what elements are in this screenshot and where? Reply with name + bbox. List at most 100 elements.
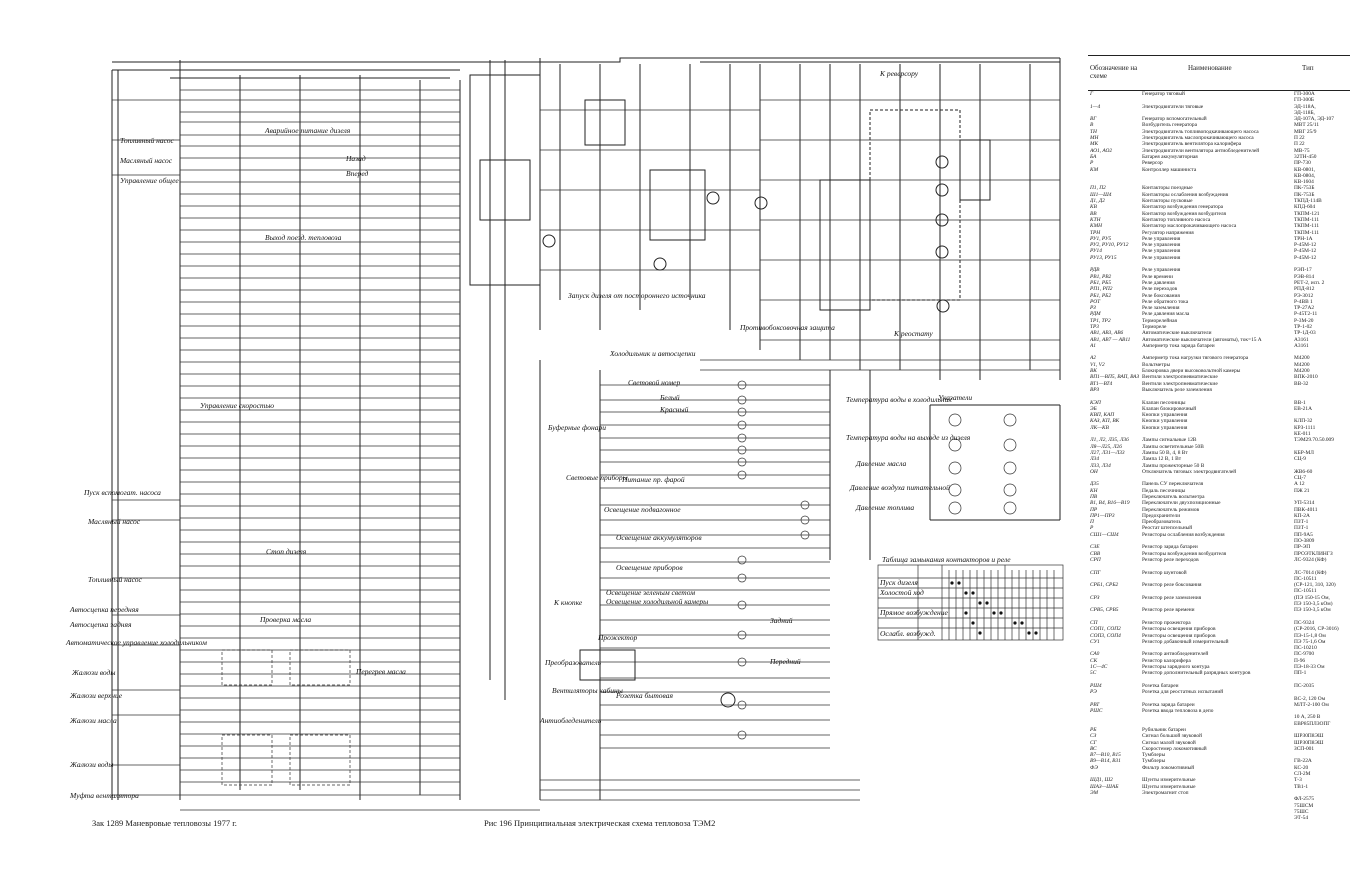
table-cell-designation: КЭП [1090,399,1101,406]
table-cell-type: ПЭ 150-3,5 кОм) [1294,601,1333,608]
table-cell-name: Регулятор напряжения [1142,229,1194,236]
table-cell-type: 75ШС [1294,808,1309,815]
table-cell-designation: Р [1090,525,1094,532]
table-cell-designation: БА [1090,153,1097,160]
table-cell-designation: СП [1090,619,1098,626]
table-cell-designation: РУ1, РУ5 [1090,235,1112,242]
table-cell-name: Рубильник батареи [1142,726,1186,733]
table-header-type: Тип [1302,64,1314,72]
table-cell-type: ПЭ 150-3,5 кОм [1294,607,1331,614]
table-cell-name: Реле управления [1142,242,1181,249]
table-cell-name: Электродвигатель маслопрока­чивающего на… [1142,135,1254,142]
table-cell-type: ГП-300Б [1294,97,1314,104]
label-diesel-start: Пуск дизеля [879,578,918,587]
label-idle: Холостой ход [879,588,924,597]
table-cell-type: СЛ-2М [1294,771,1311,778]
table-cell-name: Педаль песочницы [1142,487,1186,494]
table-cell-designation: КВ [1090,204,1097,211]
table-row: ПЭ 150-3,5 кОм) [1088,601,1350,607]
label-contactor-table: Таблица замыкания контакторов и реле [882,555,1011,564]
table-row: ПО-3809 [1088,538,1350,544]
label-headlight: Прожектор [597,633,638,642]
table-cell-designation: ПР [1090,506,1098,513]
table-cell-type: КВ-1604 [1294,179,1314,186]
label-light-devices: Световые приборы [566,473,628,482]
table-cell-name: Реле заземления [1142,305,1180,312]
label-battery-light: Освещение аккумуляторов [616,533,702,542]
table-cell-name: Резистор антиобледенителей [1142,651,1209,658]
table-cell-designation: Л34 [1090,456,1100,463]
table-cell-type: РЭП-17 [1294,267,1312,274]
table-cell-designation: РШС [1090,708,1103,715]
table-cell-name: Вентили электропневматические [1142,380,1218,387]
table-cell-designation: МН [1090,135,1099,142]
table-cell-designation: П1, П2 [1090,185,1106,192]
table-cell-type: ШРЗ0П8ЭШ [1294,739,1324,746]
table-cell-type: ТКПМ-111 [1294,223,1320,230]
table-cell-type: МВ-75 [1294,147,1310,154]
table-cell-type: ПЖ 21 [1294,487,1310,494]
table-cell-type: 32ТН-450 [1294,153,1317,160]
table-cell-name: Контакторы ослабления воз­буждения [1142,191,1229,198]
table-cell-designation: РП1, РП2 [1090,286,1113,293]
table-row: ПС-10511 [1088,588,1350,594]
table-row: КВ-1604 [1088,179,1350,185]
table-cell-designation: РЭ [1090,689,1097,696]
label-headlamp-power: Питание пр. фарой [621,475,685,484]
table-cell-name: Автоматические выключатели [1142,330,1212,337]
table-cell-designation: 1С—4С [1090,664,1108,671]
table-cell-designation: А2 [1090,355,1096,362]
table-cell-name: Реле давления [1142,279,1175,286]
table-cell-name: Резистор прожектора [1142,619,1191,626]
table-cell-designation: РБ1, РБ2 [1090,292,1112,299]
table-cell-name: Отключатель тяговых электро­двигателей [1142,468,1237,475]
table-cell-name: Предохранители [1142,512,1181,519]
table-cell-type: КВ-0801, [1294,166,1316,173]
table-cell-name: Резисторы освещения приборов [1142,632,1216,639]
table-cell-designation: СЗЕ [1090,544,1100,551]
table-cell-name: Вольтметры [1142,361,1171,368]
label-water-shutters-1: Жалюзи воды [71,668,115,677]
table-cell-name: Кнопки управления [1142,412,1188,419]
table-cell-type: ТР-1Д-03 [1294,330,1316,337]
table-cell-designation: Л8—Л25, Л26 [1090,443,1122,450]
label-instrument-light: Освещение приборов [616,563,683,572]
table-cell-designation: Л1, Л2, Л35, Л36 [1090,437,1129,444]
table-cell-designation: СРП [1090,556,1101,563]
table-row: СЛ-2М [1088,771,1350,777]
table-cell-designation: Д1, Д2 [1090,198,1105,205]
table-cell-type: ЗСП-001 [1294,745,1315,752]
table-cell-type: ТР-27А2 [1294,305,1315,312]
label-light-number: Световой номер [628,378,680,387]
label-to-button: К кнопке [553,598,583,607]
table-cell-name: Амперметр тока заряда батареи [1142,342,1215,349]
table-cell-type: А 12 [1294,481,1305,488]
table-cell-type: ПС-2035 [1294,682,1315,689]
table-cell-type: ЖВ6-60 [1294,468,1313,475]
table-cell-name: Сигнал малой звуковой [1142,739,1196,746]
table-cell-name: Клапан песочницы [1142,399,1186,406]
table-cell-type: ВВ-1 [1294,399,1306,406]
table-cell-type: КВ-0804, [1294,172,1316,179]
table-cell-designation: ВК [1090,368,1097,375]
table-cell-name: Контроллер машиниста [1142,166,1197,173]
table-cell-type: А3161 [1294,336,1309,343]
table-cell-designation: ПР1—ПР3 [1090,512,1115,519]
table-row: ВС-2, 120 Ом [1088,696,1350,702]
